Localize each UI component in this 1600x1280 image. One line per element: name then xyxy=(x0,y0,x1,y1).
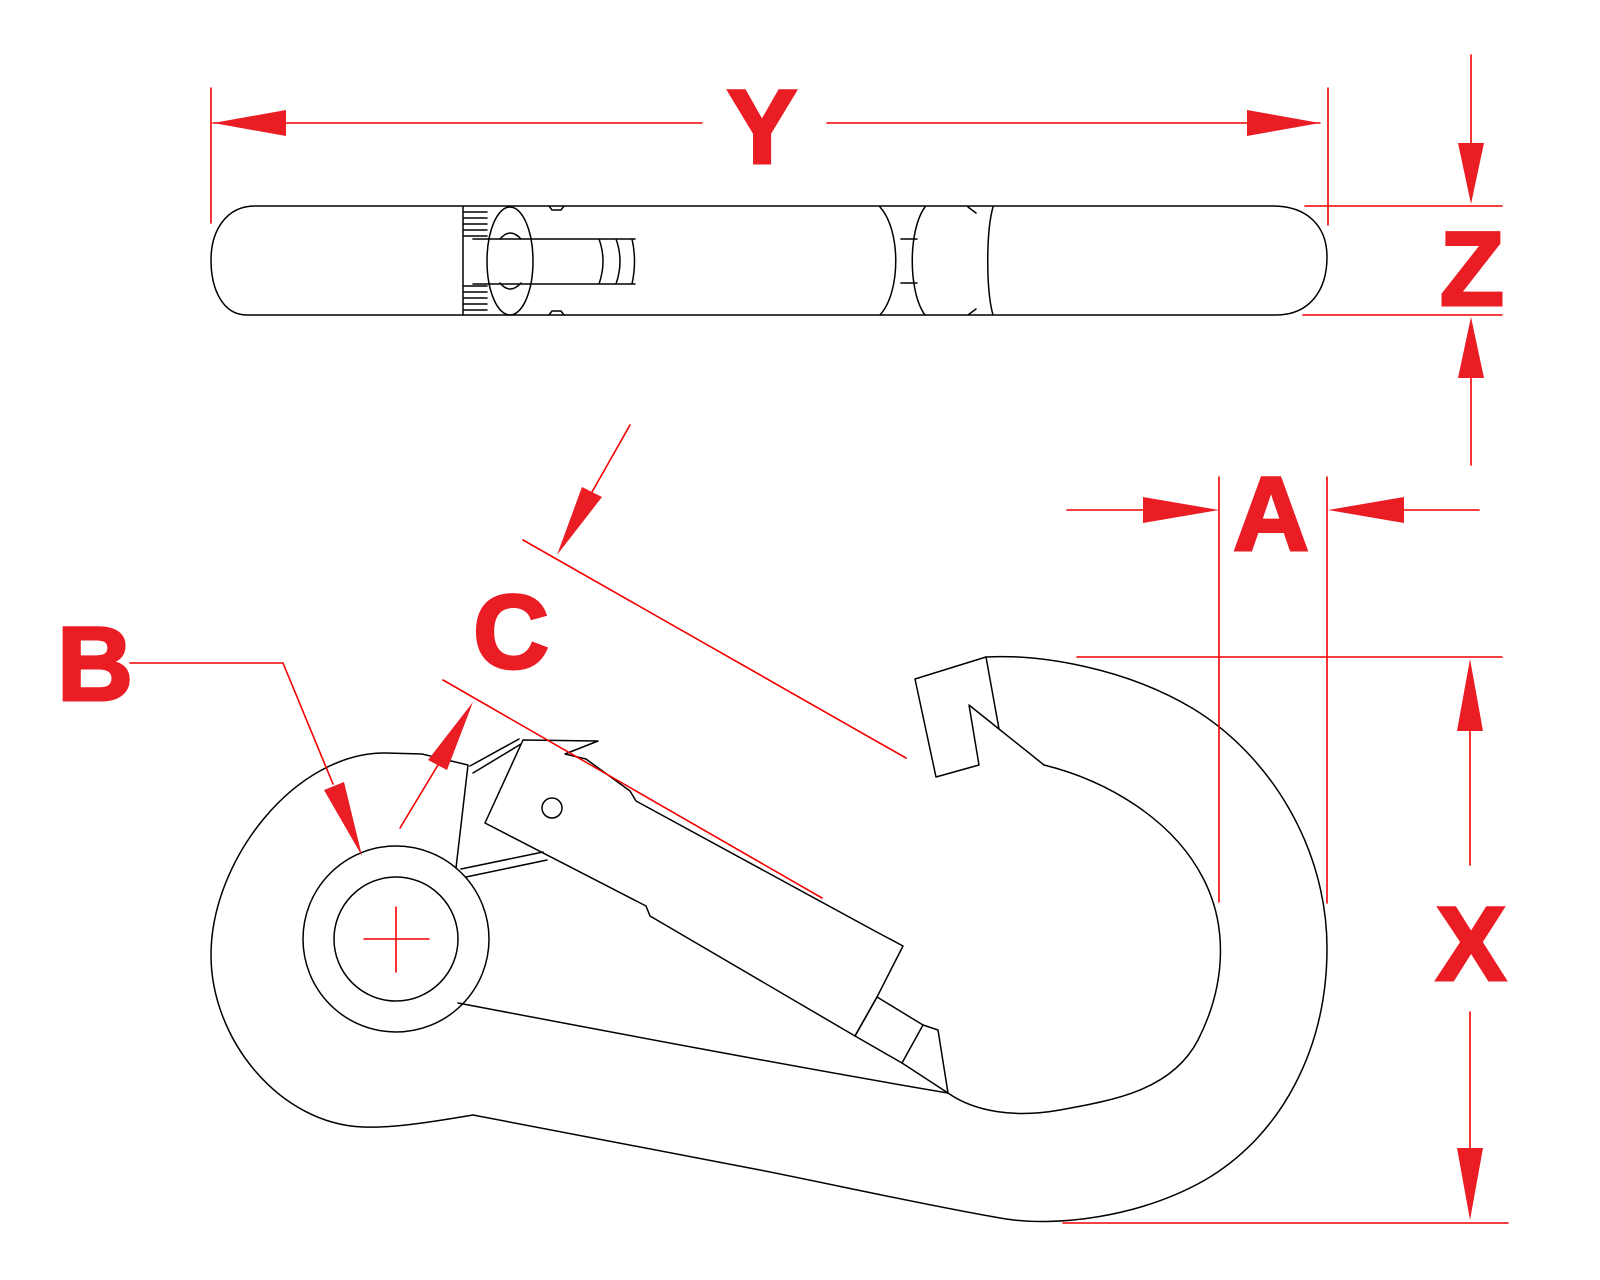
a-arrow-left-icon xyxy=(1143,497,1219,523)
y-arrow-right-icon xyxy=(1247,110,1320,136)
pivot-rivet-inner-arcs xyxy=(499,232,522,290)
gate-bar xyxy=(484,739,904,1037)
body-outer-outline xyxy=(210,655,1328,1223)
x-arrow-up-icon xyxy=(1457,659,1483,731)
gate-rivet xyxy=(541,797,563,819)
knurl-hatch-bottom xyxy=(463,285,488,311)
sleeve-slot-ticks xyxy=(548,205,565,316)
dimension-c: C xyxy=(399,424,907,899)
capsule-outline xyxy=(210,205,1328,316)
knurl-hatch-top xyxy=(463,211,488,237)
side-profile-view xyxy=(210,205,1328,316)
spring-joint-line xyxy=(967,206,994,316)
dimension-a: A xyxy=(1066,455,1480,904)
y-label: Y xyxy=(727,69,797,186)
b-arrow-icon xyxy=(324,782,362,856)
a-arrow-right-icon xyxy=(1328,497,1404,523)
gate-tip xyxy=(901,1024,949,1094)
gate-sleeve xyxy=(472,238,636,285)
eye-hole xyxy=(333,876,459,1002)
shank-top-edge xyxy=(457,1002,949,1094)
dimension-b: B xyxy=(56,605,362,856)
c-arrow-upper-icon xyxy=(557,487,602,555)
eye-ring-outer xyxy=(302,845,490,1033)
pivot-rivet-side xyxy=(486,206,534,316)
y-arrow-left-icon xyxy=(213,110,286,136)
z-arrow-down-icon xyxy=(1458,143,1484,204)
dimension-z: Z xyxy=(1302,54,1506,466)
c-witness-upper xyxy=(591,424,631,493)
c-line-gate-side xyxy=(442,679,823,899)
c-witness-lower xyxy=(399,764,439,829)
a-label: A xyxy=(1233,456,1309,573)
gate-side-face-lines xyxy=(460,738,548,878)
c-line-nose-side xyxy=(522,539,907,759)
c-label: C xyxy=(473,574,549,691)
x-arrow-down-icon xyxy=(1457,1148,1483,1220)
z-arrow-up-icon xyxy=(1458,317,1484,378)
nose-cut-face xyxy=(998,728,1045,766)
b-leader xyxy=(129,662,334,785)
body-waist-joint xyxy=(879,206,926,316)
gate-end-tab xyxy=(854,996,924,1064)
hook-nose xyxy=(914,656,1000,778)
hook-inner-curve xyxy=(947,764,1222,1115)
x-label: X xyxy=(1436,886,1506,1003)
dimension-y: Y xyxy=(210,68,1329,226)
dimension-x: X xyxy=(1062,656,1509,1224)
b-label: B xyxy=(57,606,133,723)
eye-center-crosshair xyxy=(363,906,430,973)
z-label: Z xyxy=(1440,211,1504,328)
c-arrow-lower-icon xyxy=(428,702,473,770)
front-view xyxy=(210,655,1328,1223)
